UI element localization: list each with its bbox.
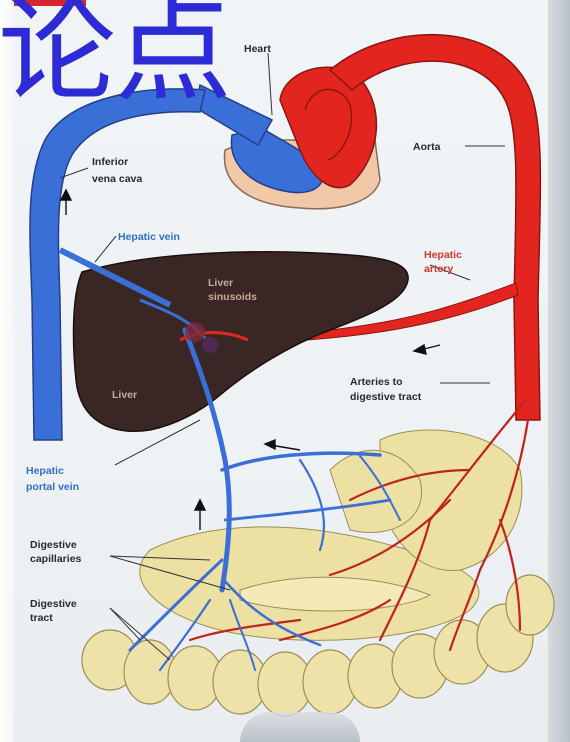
- label-hepatic-vein: Hepatic vein: [118, 231, 180, 243]
- label-liver: Liver: [112, 389, 137, 401]
- slide-heading-chars: 论点: [0, 0, 230, 108]
- label-hepatic-artery-line2: artery: [424, 263, 453, 275]
- label-digestive-capillaries-line2: capillaries: [30, 553, 82, 565]
- label-digestive-capillaries-line1: Digestive: [30, 539, 77, 551]
- label-aorta: Aorta: [413, 141, 441, 153]
- label-liver-sinusoids-line2: sinusoids: [208, 291, 257, 303]
- label-hepatic-artery-line1: Hepatic: [424, 249, 462, 261]
- label-portal-vein-line2: portal vein: [26, 481, 79, 493]
- bottom-decoration: [240, 712, 360, 742]
- label-heart: Heart: [244, 43, 271, 55]
- label-digestive-tract-line1: Digestive: [30, 598, 77, 610]
- label-inferior-vena-cava-line1: Inferior: [92, 156, 128, 168]
- label-arteries-line1: Arteries to: [350, 376, 403, 388]
- label-liver-sinusoids-line1: Liver: [208, 277, 233, 289]
- label-digestive-tract-line2: tract: [30, 612, 53, 624]
- label-portal-vein-line1: Hepatic: [26, 465, 64, 477]
- label-arteries-line2: digestive tract: [350, 391, 422, 403]
- label-inferior-vena-cava-line2: vena cava: [92, 173, 142, 185]
